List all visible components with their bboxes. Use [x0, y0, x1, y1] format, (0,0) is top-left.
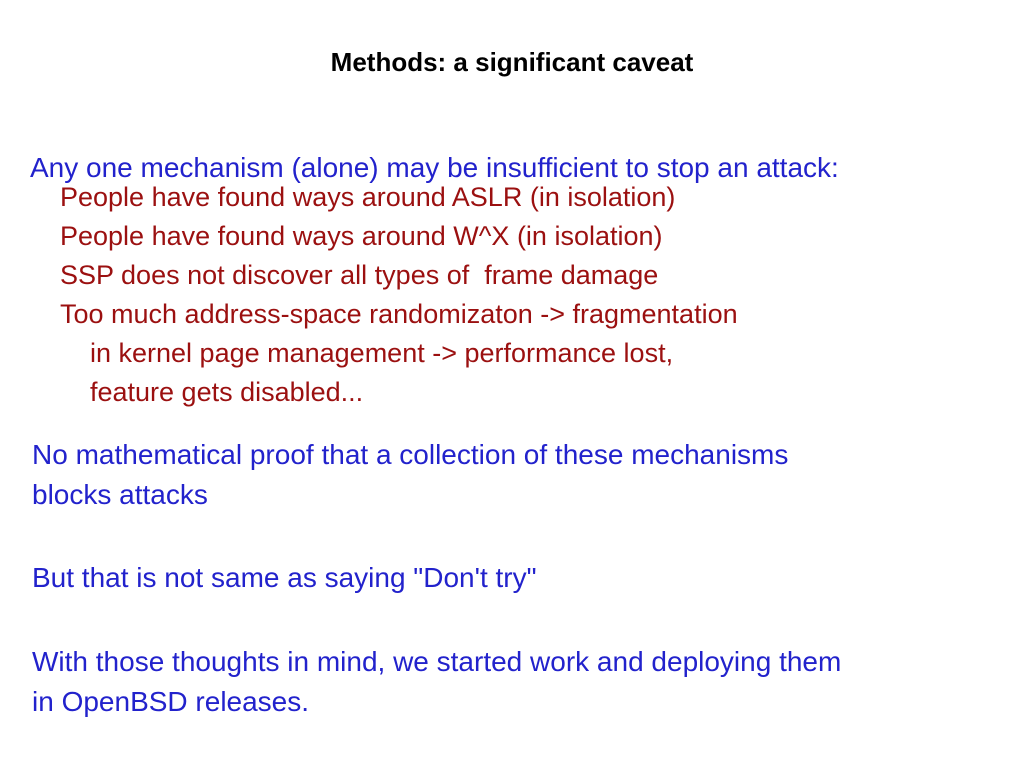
paragraph-openbsd-deploy: With those thoughts in mind, we started … — [32, 642, 841, 722]
paragraph-line: With those thoughts in mind, we started … — [32, 646, 842, 677]
paragraph-line: But that is not same as saying "Don't tr… — [32, 562, 537, 593]
caveat-subline-kernel-page: in kernel page management -> performance… — [90, 338, 674, 368]
slide-title: Methods: a significant caveat — [330, 47, 694, 78]
paragraph-dont-try: But that is not same as saying "Don't tr… — [32, 558, 537, 598]
caveat-line-aslr: People have found ways around ASLR (in i… — [60, 182, 676, 212]
caveat-line-ssp: SSP does not discover all types of frame… — [60, 260, 659, 290]
intro-statement: Any one mechanism (alone) may be insuffi… — [30, 152, 839, 183]
paragraph-line: in OpenBSD releases. — [32, 686, 310, 717]
caveat-list: People have found ways around ASLR (in i… — [60, 178, 738, 412]
caveat-line-randomization: Too much address-space randomizaton -> f… — [60, 299, 738, 329]
paragraph-no-proof: No mathematical proof that a collection … — [32, 435, 788, 515]
paragraph-line: blocks attacks — [32, 479, 208, 510]
paragraph-line: No mathematical proof that a collection … — [32, 439, 789, 470]
caveat-line-wxorx: People have found ways around W^X (in is… — [60, 221, 663, 251]
caveat-subline-feature-disabled: feature gets disabled... — [90, 377, 364, 407]
